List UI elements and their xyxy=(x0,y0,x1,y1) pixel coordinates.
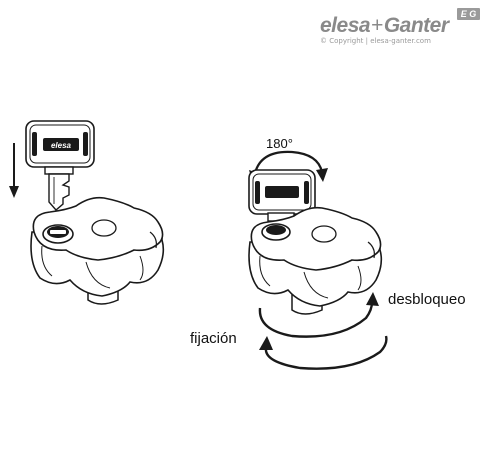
key-left: elesa xyxy=(25,120,95,211)
lock-arrow xyxy=(259,335,388,370)
brand-right: Ganter xyxy=(383,14,449,37)
knob-left xyxy=(30,196,165,305)
rotation-angle-label: 180° xyxy=(266,136,293,151)
brand-wordmark: elesa+Ganter xyxy=(320,14,449,38)
unlock-label: desbloqueo xyxy=(388,291,466,308)
knob-right xyxy=(248,206,383,315)
lock-label: fijación xyxy=(190,330,237,347)
brand-left: elesa xyxy=(320,14,371,37)
eg-badge: E G xyxy=(457,8,480,20)
insert-direction-arrow xyxy=(9,143,19,198)
copyright-text: © Copyright | elesa-ganter.com xyxy=(320,37,431,45)
key-right xyxy=(248,169,316,222)
brand-logo: elesa+Ganter E G © Copyright | elesa-gan… xyxy=(320,8,480,45)
unlock-arrow xyxy=(258,292,379,338)
brand-plus: + xyxy=(371,14,383,37)
key-brand-mark: elesa xyxy=(51,141,72,150)
